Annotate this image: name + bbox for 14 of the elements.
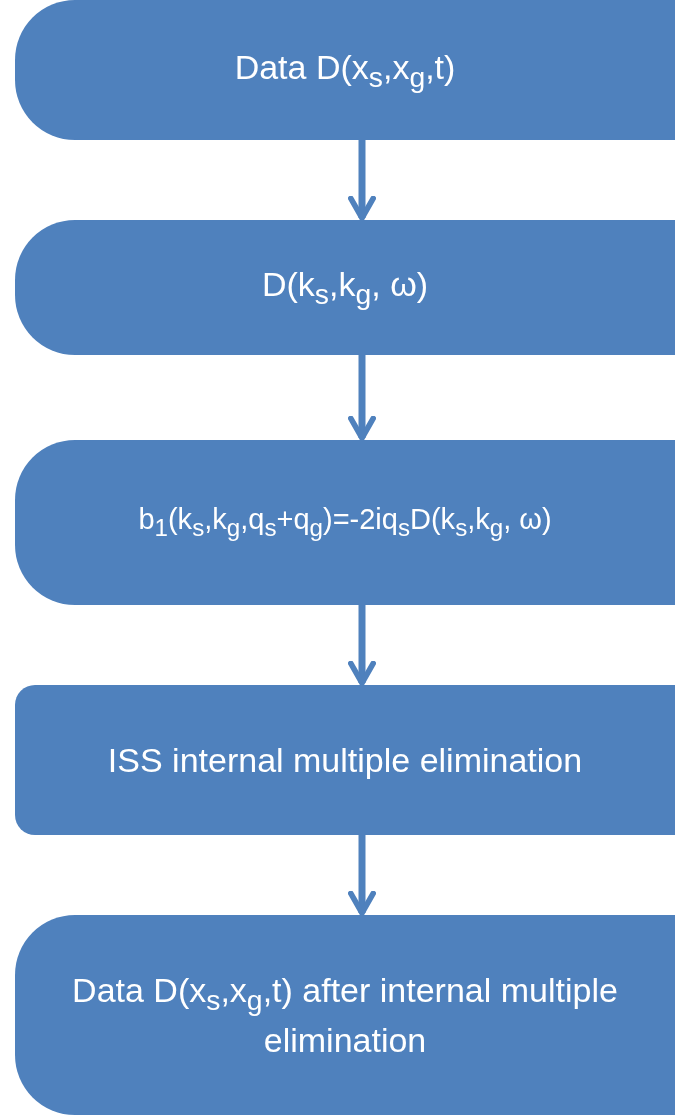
process-box: [15, 0, 675, 140]
box-label: Data D(x$_{s}$,x$_{g}$,t) after internal multiple elimination: [71, 969, 619, 1062]
arrow: [348, 835, 376, 916]
arrow: [348, 605, 376, 686]
process-box: [15, 915, 675, 1115]
process-box: [15, 220, 675, 355]
box-label: Data D(x$_{s}$,x$_{g}$,t): [234, 46, 456, 95]
process-box: [15, 440, 675, 605]
box-label: D(k$_{s}$,k$_{g}$, ω): [261, 264, 428, 312]
box-label: ISS internal multiple elimination: [107, 739, 583, 781]
process-box: [15, 685, 675, 835]
arrow: [348, 355, 376, 441]
box-label: b$_{1}$(k$_{s}$,k$_{g}$,q$_{s}$+q$_{g}$)=-2iq$_{s}$D(k$_{s}$,k$_{g}$, ω): [138, 502, 552, 544]
arrow: [348, 140, 376, 221]
